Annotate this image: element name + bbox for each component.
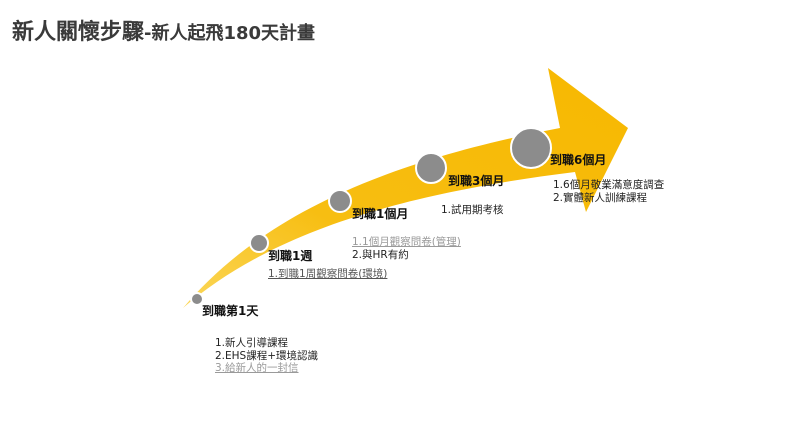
- milestone-label-month3: 到職3個月: [448, 174, 505, 188]
- title-main: 新人關懷步驟: [12, 20, 145, 45]
- task-item: 2.實體新人訓練課程: [553, 191, 648, 204]
- milestone-tasks-month6: 1.6個月敬業滿意度調查 2.實體新人訓練課程: [553, 179, 664, 204]
- milestone-tasks-day1: 1.新人引導課程 2.EHS課程+環境認識 3.給新人的一封信: [215, 337, 318, 375]
- milestone-tasks-month3: 1.試用期考核: [441, 204, 504, 217]
- task-item: 1.試用期考核: [441, 204, 504, 216]
- node-month3: [415, 152, 447, 184]
- task-item: 2.EHS課程+環境認識: [215, 349, 319, 362]
- title-sub: -新人起飛180天計畫: [144, 23, 316, 44]
- node-month1: [328, 189, 352, 213]
- task-item: 1.6個月敬業滿意度調查: [553, 179, 665, 191]
- milestone-label-day1: 到職第1天: [202, 304, 259, 318]
- milestone-tasks-week1: 1.到職1周觀察問卷(環境): [268, 268, 387, 281]
- task-item: 2.與HR有約: [352, 248, 409, 261]
- node-week1: [249, 233, 269, 253]
- task-link[interactable]: 1.到職1周觀察問卷(環境): [268, 268, 388, 280]
- node-day1: [190, 292, 204, 306]
- page-title: 新人關懷步驟-新人起飛180天計畫: [12, 14, 315, 46]
- task-link[interactable]: 1.1個月觀察問卷(管理): [352, 236, 461, 248]
- arrow-body: [183, 68, 628, 308]
- milestone-label-month1: 到職1個月: [352, 207, 409, 221]
- task-link[interactable]: 3.給新人的一封信: [215, 362, 299, 374]
- milestone-tasks-month1: 1.1個月觀察問卷(管理) 2.與HR有約: [352, 236, 461, 261]
- node-month6: [510, 127, 552, 169]
- milestone-label-month6: 到職6個月: [550, 153, 607, 167]
- milestone-label-week1: 到職1週: [268, 249, 313, 263]
- task-item: 1.新人引導課程: [215, 337, 289, 349]
